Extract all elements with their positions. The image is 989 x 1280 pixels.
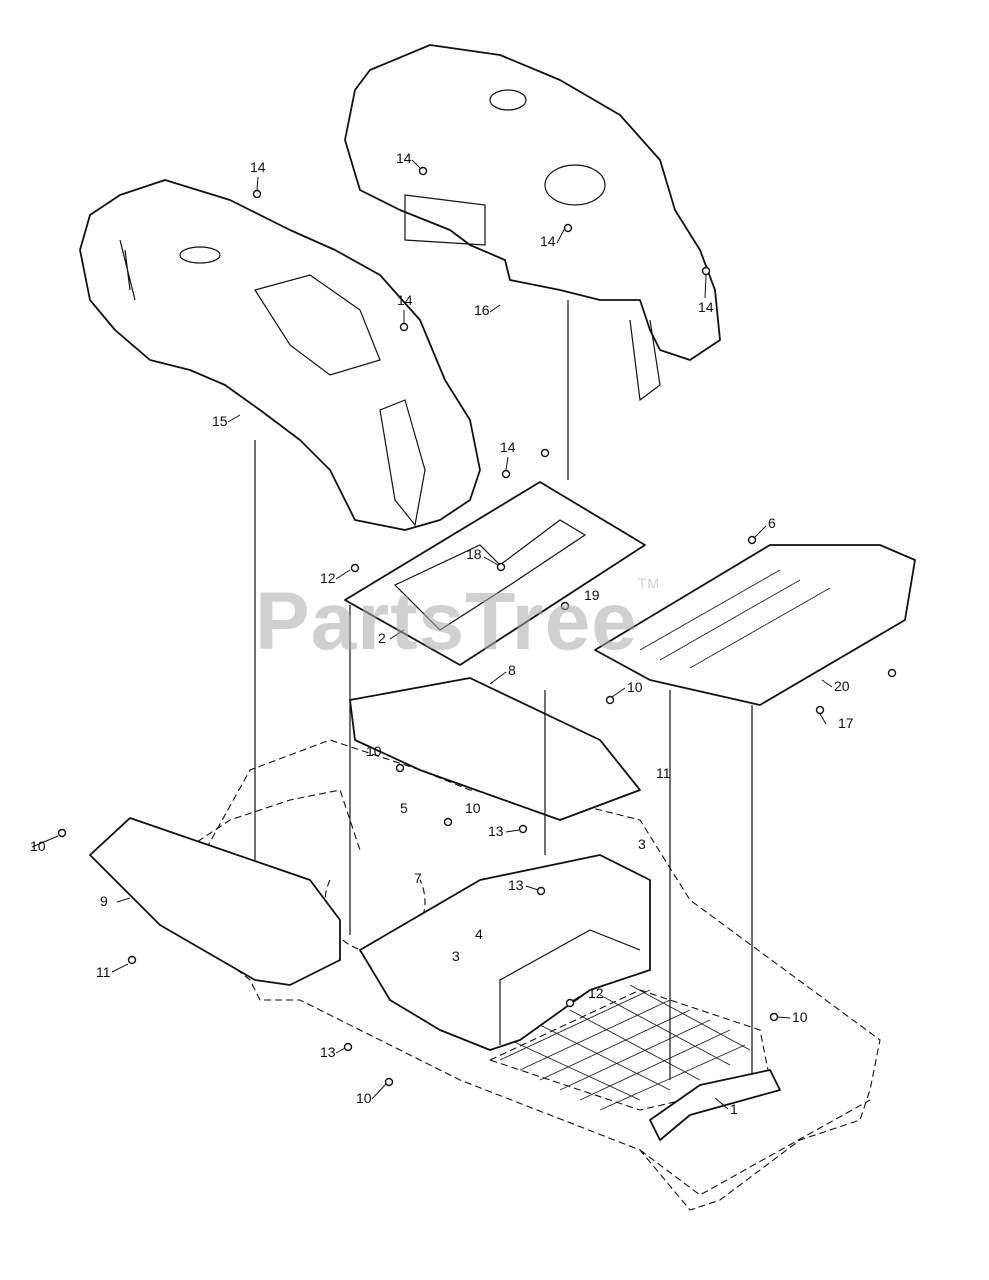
upper-body-panel [344, 44, 721, 402]
callout-6: 6 [768, 515, 776, 531]
callout-10: 10 [356, 1090, 372, 1106]
callout-1: 1 [730, 1101, 738, 1117]
callout-10: 10 [465, 800, 481, 816]
callout-20: 20 [834, 678, 850, 694]
callout-14: 14 [250, 159, 266, 175]
callout-19: 19 [584, 587, 600, 603]
center-frame [359, 854, 651, 1051]
callout-10: 10 [30, 838, 46, 854]
footplate-holes [499, 984, 751, 1111]
callout-10: 10 [792, 1009, 808, 1025]
callout-18: 18 [466, 546, 482, 562]
callout-2: 2 [378, 630, 386, 646]
callout-13: 13 [320, 1044, 336, 1060]
callout-10: 10 [627, 679, 643, 695]
hardware-fasteners [57, 166, 897, 1087]
callout-13: 13 [488, 823, 504, 839]
assembly-guide-lines [254, 300, 753, 1080]
callout-10: 10 [366, 743, 382, 759]
callout-11: 11 [656, 765, 671, 781]
center-cover [349, 677, 641, 821]
callout-15: 15 [212, 413, 228, 429]
leader-lines [31, 159, 833, 1110]
callout-16: 16 [474, 302, 490, 318]
callout-9: 9 [100, 893, 108, 909]
rear-fender [79, 179, 481, 531]
footrest-pan [594, 544, 916, 706]
callout-7: 7 [414, 870, 422, 886]
callout-3: 3 [638, 836, 646, 852]
callout-13: 13 [508, 877, 524, 893]
rear-bar [649, 1069, 781, 1141]
callout-14: 14 [540, 233, 556, 249]
callout-8: 8 [508, 662, 516, 678]
left-frame-plate [89, 817, 341, 986]
callout-14: 14 [396, 150, 412, 166]
callout-4: 4 [475, 926, 483, 942]
callout-3: 3 [452, 948, 460, 964]
callout-17: 17 [838, 715, 854, 731]
callout-14: 14 [698, 299, 714, 315]
callout-11: 11 [96, 964, 111, 980]
callout-12: 12 [320, 570, 336, 586]
callout-5: 5 [400, 800, 408, 816]
callout-14: 14 [500, 439, 516, 455]
callout-12: 12 [588, 985, 604, 1001]
callout-labels: 14 14 14 14 14 14 15 16 12 18 19 2 6 20 … [30, 150, 854, 1117]
seat-plate [344, 481, 646, 666]
callout-14: 14 [397, 292, 413, 308]
